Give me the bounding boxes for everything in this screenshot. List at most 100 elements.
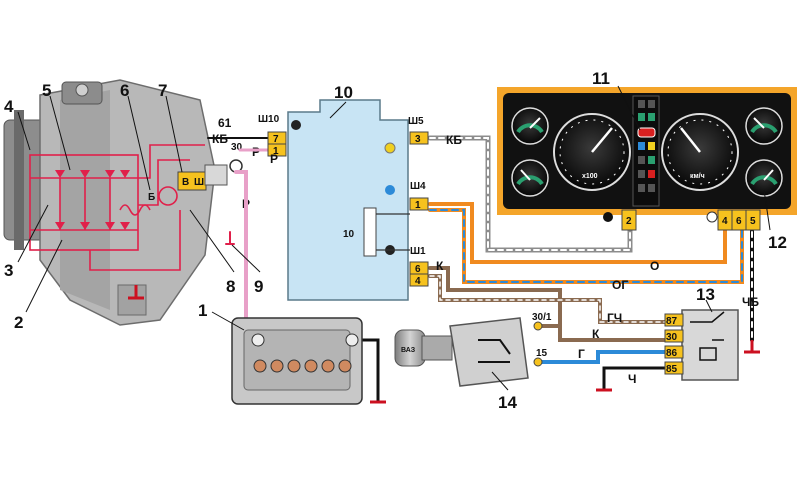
leader-7 (165, 95, 183, 173)
leader-4 (17, 111, 31, 151)
leader-8 (189, 209, 235, 273)
leader-9 (231, 244, 261, 273)
diode-5 (80, 222, 90, 230)
leader-12 (763, 189, 771, 231)
instrument-cluster: x100 км/ч (497, 87, 797, 309)
leader-1 (211, 311, 245, 331)
sh5-pin-3-label: 3 (415, 134, 421, 145)
stator-winding (119, 204, 151, 216)
callout-12: 12 (768, 233, 787, 252)
relay-contacts (690, 311, 725, 341)
relay: 87 30 86 85 ГЧ Ч (607, 309, 739, 386)
diode-6 (105, 222, 115, 230)
mount-bolt (75, 83, 89, 97)
sh10-pin-7-label: 7 (273, 134, 279, 145)
voltmeter-needle (763, 169, 774, 181)
regulator-pin-b: В (182, 177, 189, 188)
callout-11: 11 (592, 69, 610, 88)
battery-cap-1 (253, 359, 267, 373)
sh10-label: Ш10 (258, 114, 280, 125)
rectifier-bridge-frame (29, 154, 139, 251)
speedo-needle (680, 127, 701, 153)
battery-terminal-minus (345, 333, 359, 347)
wire-g-relay (536, 350, 667, 364)
dash-mount-ring (706, 211, 718, 223)
warning-lamps (637, 100, 656, 192)
connector-sh4-pin1 (409, 197, 429, 211)
wire-o-label: О (650, 259, 659, 273)
temp-gauge-arc (516, 175, 544, 186)
fuse-box-dot-yellow (384, 142, 396, 154)
regulator-pin-sh: Ш (194, 177, 204, 188)
fuel-gauge-arc (516, 123, 544, 134)
sh10-wire-r-label: Р (270, 152, 278, 166)
dash-pin-6-label: 6 (736, 216, 742, 227)
tach-ticks (559, 119, 625, 185)
warning-lamps-column (632, 95, 660, 207)
lamp-9 (638, 170, 645, 178)
battery-cap-5 (321, 359, 335, 373)
relay-pin-86-label: 86 (666, 348, 678, 359)
diode-8 (120, 222, 130, 230)
callout-10: 10 (334, 83, 353, 102)
ground-wire-internal (89, 210, 181, 271)
rotor-winding (158, 186, 178, 206)
leader-6 (127, 95, 151, 191)
terminal-61-label: 61 (218, 116, 232, 130)
oil-gauge-arc (750, 123, 778, 134)
ignition-wire-g-label: Г (578, 347, 585, 361)
leader-2 (25, 239, 63, 313)
relay-pin-85 (664, 361, 684, 375)
sh5-label: Ш5 (408, 116, 424, 127)
ignition-wire-k-label: К (592, 327, 600, 341)
sh4-label: Ш4 (410, 181, 426, 192)
ignition-switch: ВАЗ 30/1 15 К Г (394, 312, 600, 387)
callout-4: 4 (4, 97, 14, 116)
output-wire (138, 144, 205, 179)
field-wire (138, 159, 190, 206)
fuse-box: 10 7 1 Ш10 3 Ш5 КБ 1 Ш4 6 4 Ш1 К Р (258, 99, 462, 301)
diode-7 (120, 170, 130, 178)
relay-pin-87-label: 87 (666, 316, 678, 327)
relay-wire-gch-label: ГЧ (607, 311, 622, 325)
oil-gauge-needle (753, 117, 765, 129)
battery-terminal-plus (251, 333, 265, 347)
callout-13: 13 (696, 285, 715, 304)
battery-top (243, 329, 351, 391)
diode-4 (55, 222, 65, 230)
leader-14 (491, 371, 509, 391)
relay-pin-86 (664, 345, 684, 359)
callout-6: 6 (120, 81, 129, 100)
sh1-pin-6-label: 6 (415, 264, 421, 275)
diode-3 (105, 170, 115, 178)
dash-pin-2-label: 2 (626, 216, 632, 227)
fuse-box-body (287, 99, 409, 301)
wire-kb-dash-inner (429, 137, 631, 251)
alternator-schematic (29, 144, 205, 271)
speedo-unit: км/ч (690, 173, 705, 180)
lamp-7 (638, 156, 645, 164)
wire-chb-label: ЧБ (742, 295, 759, 309)
wire-og-dash (428, 208, 744, 284)
leader-3 (17, 204, 49, 263)
sh1-label: Ш1 (410, 246, 426, 257)
wire-ch-ground (602, 366, 667, 392)
terminal-30-label: 30 (231, 142, 243, 153)
lamp-11 (638, 184, 645, 192)
relay-coil (699, 347, 717, 361)
relay-wire-ch-label: Ч (628, 372, 636, 386)
lamp-3 (638, 113, 645, 121)
lamp-2 (648, 100, 655, 108)
leader-10 (329, 101, 347, 119)
callout-14: 14 (498, 393, 517, 412)
callout-8: 8 (226, 277, 235, 296)
wire-og-stripe (429, 209, 743, 283)
dash-pin-4-label: 4 (722, 216, 728, 227)
relay-pin-30 (664, 329, 684, 343)
lamp-4 (648, 113, 655, 121)
wire-o-dash (428, 202, 727, 264)
sh1-pin-4-label: 4 (415, 276, 421, 287)
battery-cap-4 (304, 359, 318, 373)
tach-needle (591, 127, 613, 153)
